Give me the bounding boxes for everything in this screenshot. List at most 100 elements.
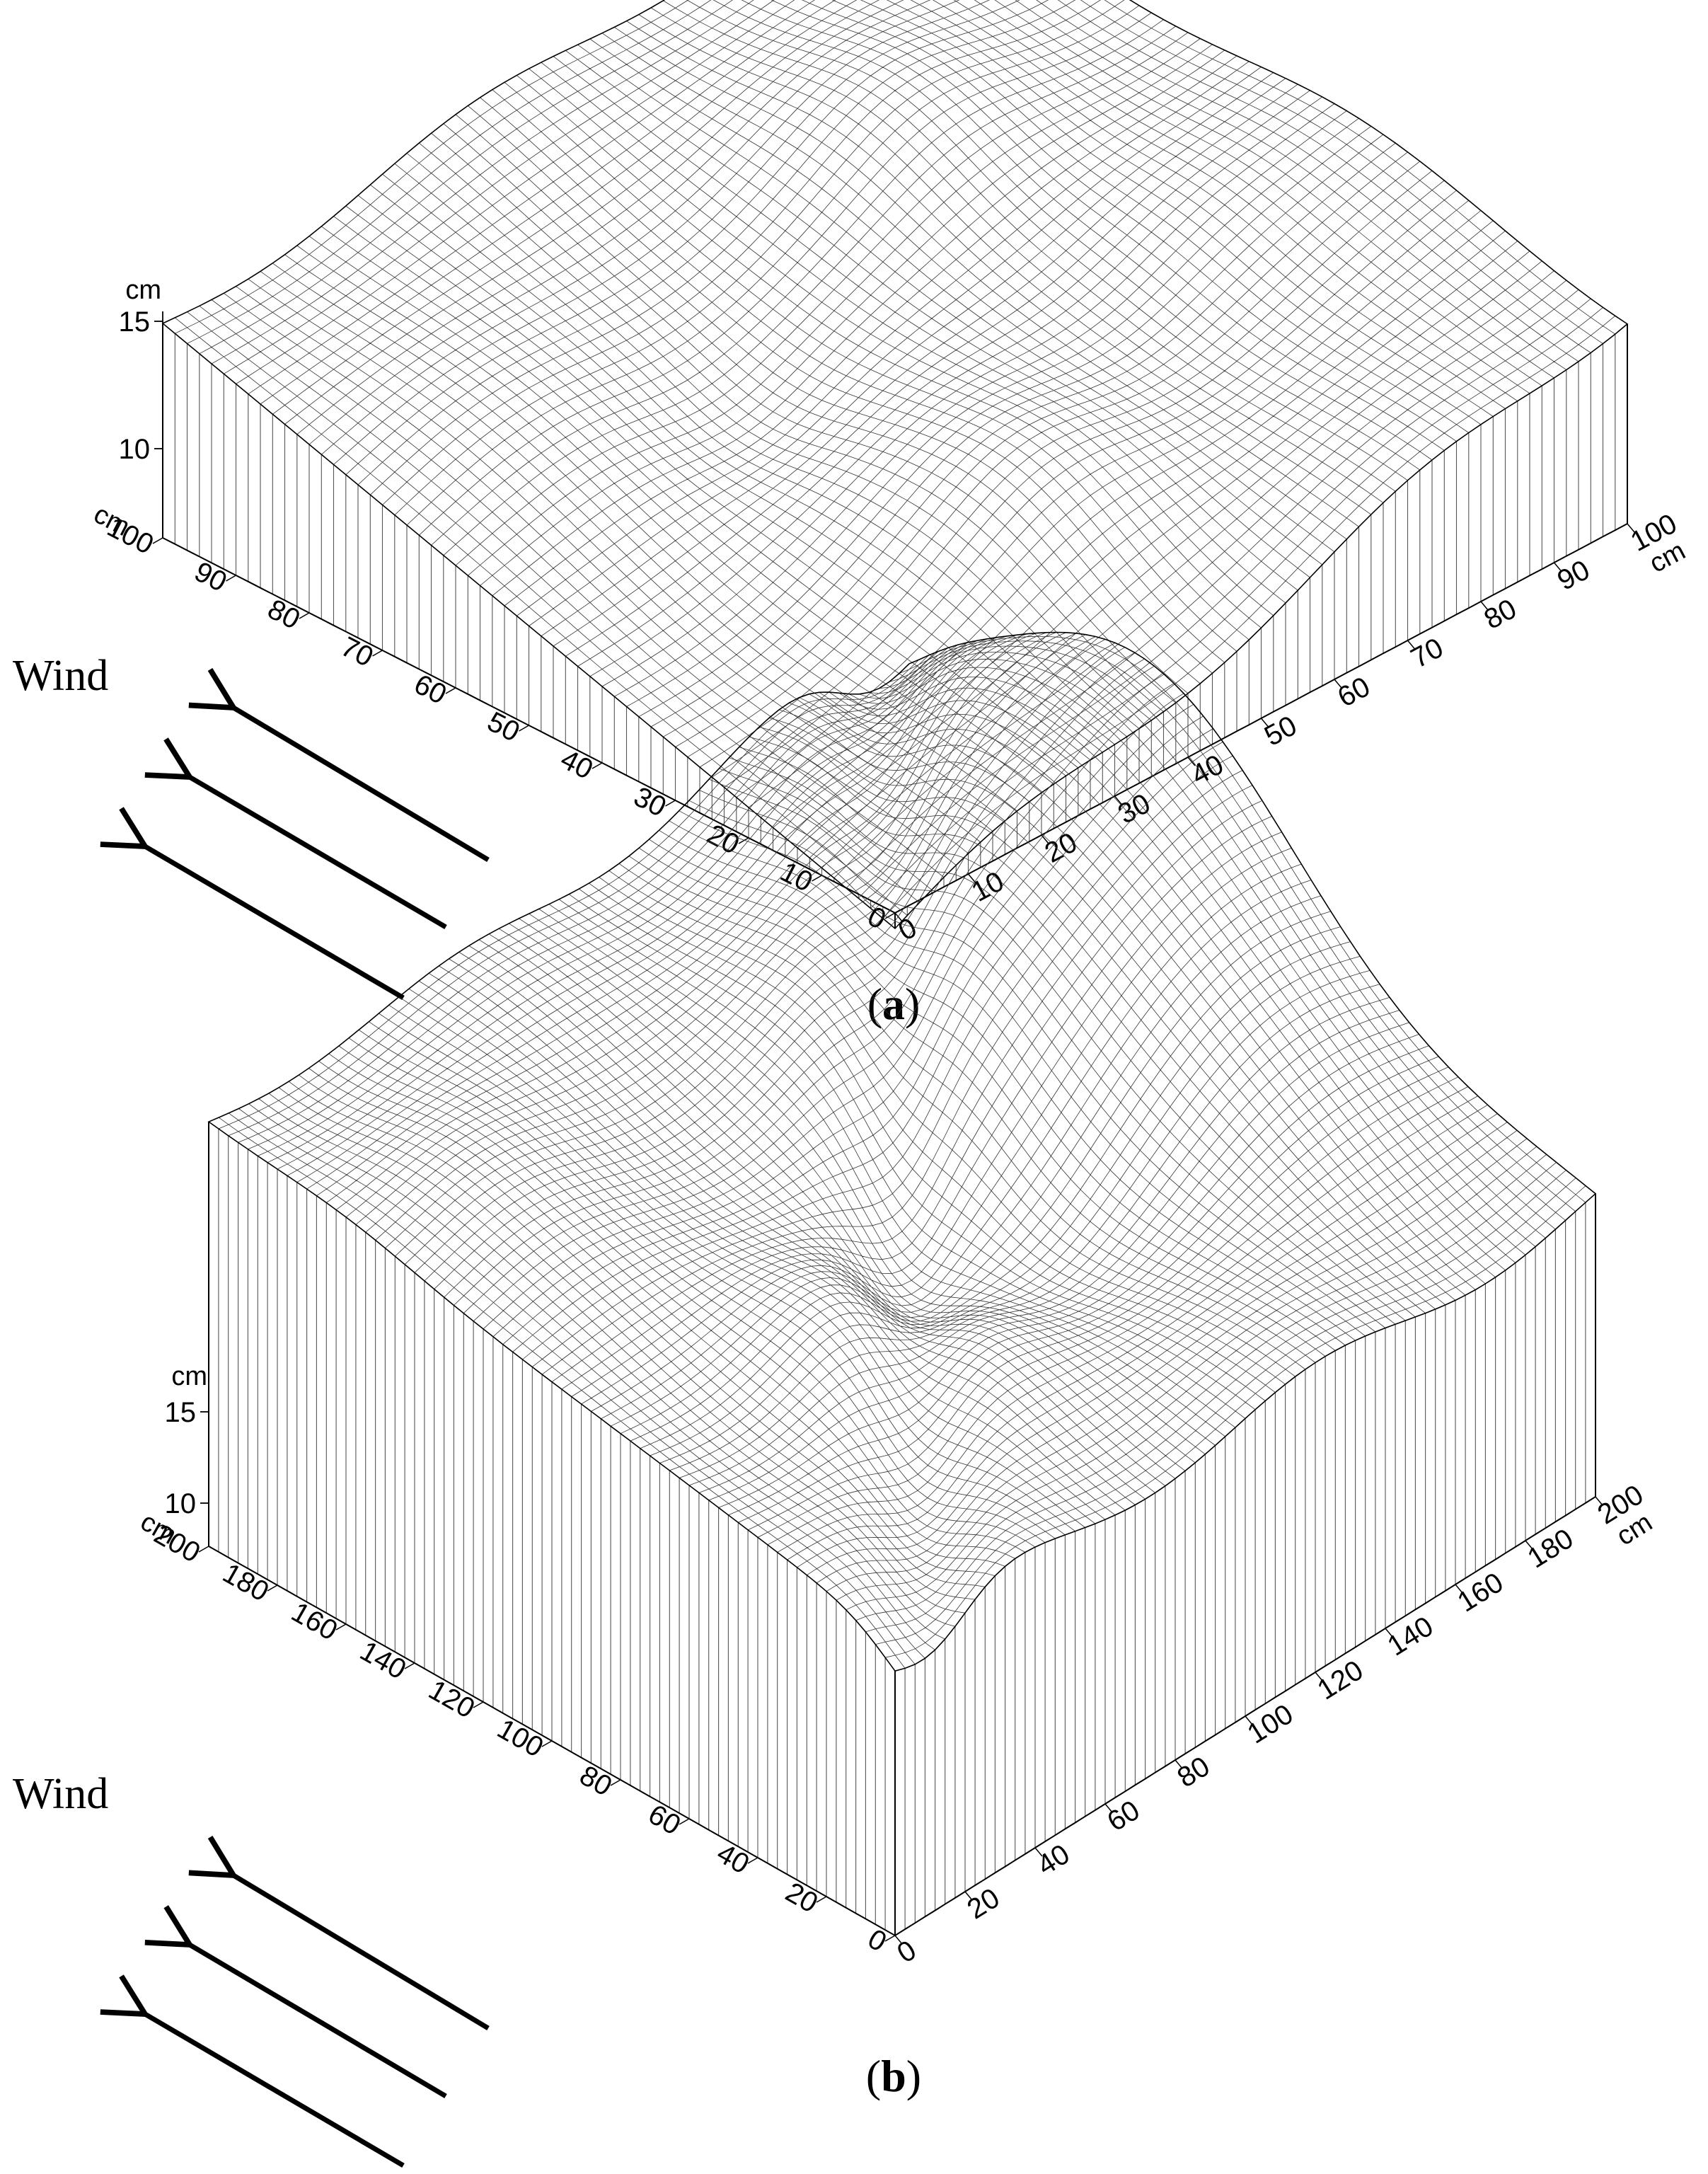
y-tick-mark [884, 912, 896, 919]
x-tick-mark [1175, 1759, 1183, 1769]
y-tick-mark [335, 1623, 347, 1630]
y-tick-mark [665, 800, 676, 807]
y-tick-label: 100 [492, 1713, 548, 1764]
wind-arrows-b [145, 1875, 490, 2168]
x-tick-mark [894, 1935, 903, 1945]
base-edge [208, 1496, 1596, 1937]
surface-walls-a [162, 323, 1628, 928]
surface-border [207, 631, 1597, 1672]
x-tick-mark [1034, 1847, 1043, 1857]
x-tick-mark [964, 1891, 973, 1901]
x-tick-label: 0 [891, 1935, 921, 1969]
x-tick-mark [1627, 523, 1635, 533]
x-tick-mark [1260, 718, 1269, 727]
x-tick-label: 40 [1032, 1839, 1075, 1882]
x-tick-mark [967, 873, 976, 883]
x-tick-mark [1334, 679, 1342, 689]
wall-hatching [162, 323, 1628, 928]
z-axis-unit: cm [171, 1362, 207, 1391]
mesh-lines [162, 0, 1628, 929]
wall-hatching [208, 1122, 1596, 1936]
y-tick-label: 120 [423, 1674, 480, 1725]
x-tick-mark [1595, 1496, 1603, 1506]
wind-arrow [233, 1875, 490, 2031]
y-tick-mark [541, 1740, 553, 1747]
y-tick-mark [372, 650, 383, 657]
wind-arrow [145, 846, 405, 1001]
z-tick-label: 10 [119, 434, 151, 465]
x-tick-mark [1385, 1628, 1393, 1638]
y-tick-mark [592, 762, 603, 769]
wind-label-a: Wind [13, 652, 108, 700]
wind-arrow [190, 777, 447, 930]
x-tick-mark [1407, 640, 1416, 650]
x-tick-mark [1315, 1672, 1323, 1681]
x-tick-label: 80 [1172, 1751, 1215, 1794]
y-tick-mark [404, 1662, 415, 1669]
x-tick-label: 120 [1312, 1655, 1368, 1706]
x-tick-label: 140 [1382, 1611, 1438, 1662]
y-tick-mark [679, 1818, 690, 1825]
y-tick-mark [812, 875, 822, 882]
y-tick-mark [884, 1935, 896, 1942]
x-tick-mark [1553, 562, 1562, 572]
y-tick-mark [267, 1585, 278, 1592]
wind-arrows-a [145, 708, 490, 1001]
surface-border [161, 0, 1629, 930]
y-tick-mark [610, 1779, 621, 1786]
z-tick-label: 15 [119, 306, 151, 338]
y-tick-mark [473, 1701, 484, 1708]
y-tick-mark [738, 837, 749, 844]
x-tick-label: 100 [1242, 1698, 1298, 1750]
y-tick-mark [299, 612, 310, 619]
wind-arrow [233, 708, 490, 863]
x-tick-mark [1480, 601, 1489, 611]
z-tick-label: 15 [165, 1397, 197, 1428]
y-tick-mark [152, 537, 163, 544]
wind-arrow [190, 1945, 447, 2099]
y-tick-label: 0 [862, 1923, 891, 1958]
y-tick-mark [519, 725, 529, 732]
y-tick-label: 30 [629, 781, 671, 823]
y-tick-label: 50 [483, 706, 525, 748]
wind-arrow [145, 2014, 405, 2168]
x-tick-mark [894, 912, 903, 922]
y-tick-mark [816, 1896, 827, 1903]
x-tick-label: 180 [1522, 1523, 1579, 1575]
x-tick-mark [1187, 757, 1196, 766]
y-tick-label: 60 [409, 669, 451, 711]
y-tick-mark [445, 687, 456, 694]
y-tick-label: 180 [217, 1558, 274, 1608]
y-tick-mark [226, 575, 236, 582]
x-tick-label: 160 [1452, 1567, 1508, 1618]
z-tick-label: 10 [165, 1488, 197, 1519]
x-tick-mark [1114, 795, 1123, 805]
y-tick-mark [747, 1857, 758, 1864]
panel-caption-a: (a) [867, 979, 921, 1029]
wind-label-b: Wind [13, 1770, 108, 1818]
y-tick-mark [198, 1546, 209, 1553]
y-tick-label: 140 [354, 1635, 411, 1686]
z-axis-unit: cm [125, 275, 161, 305]
mesh-lines [208, 632, 1596, 1672]
x-tick-mark [1245, 1715, 1253, 1725]
y-tick-label: 70 [336, 631, 379, 673]
y-tick-label: 160 [286, 1597, 342, 1647]
y-tick-label: 90 [190, 556, 232, 598]
y-tick-label: 10 [775, 856, 818, 898]
x-tick-label: 60 [1102, 1795, 1145, 1838]
y-tick-label: 40 [555, 744, 598, 786]
x-tick-label: 20 [962, 1882, 1005, 1926]
y-tick-label: 80 [262, 594, 305, 635]
panel-caption-b: (b) [866, 2051, 921, 2101]
surface-mesh-b [207, 631, 1597, 1672]
surface-walls-b [208, 1122, 1596, 1937]
x-tick-mark [1525, 1540, 1533, 1550]
